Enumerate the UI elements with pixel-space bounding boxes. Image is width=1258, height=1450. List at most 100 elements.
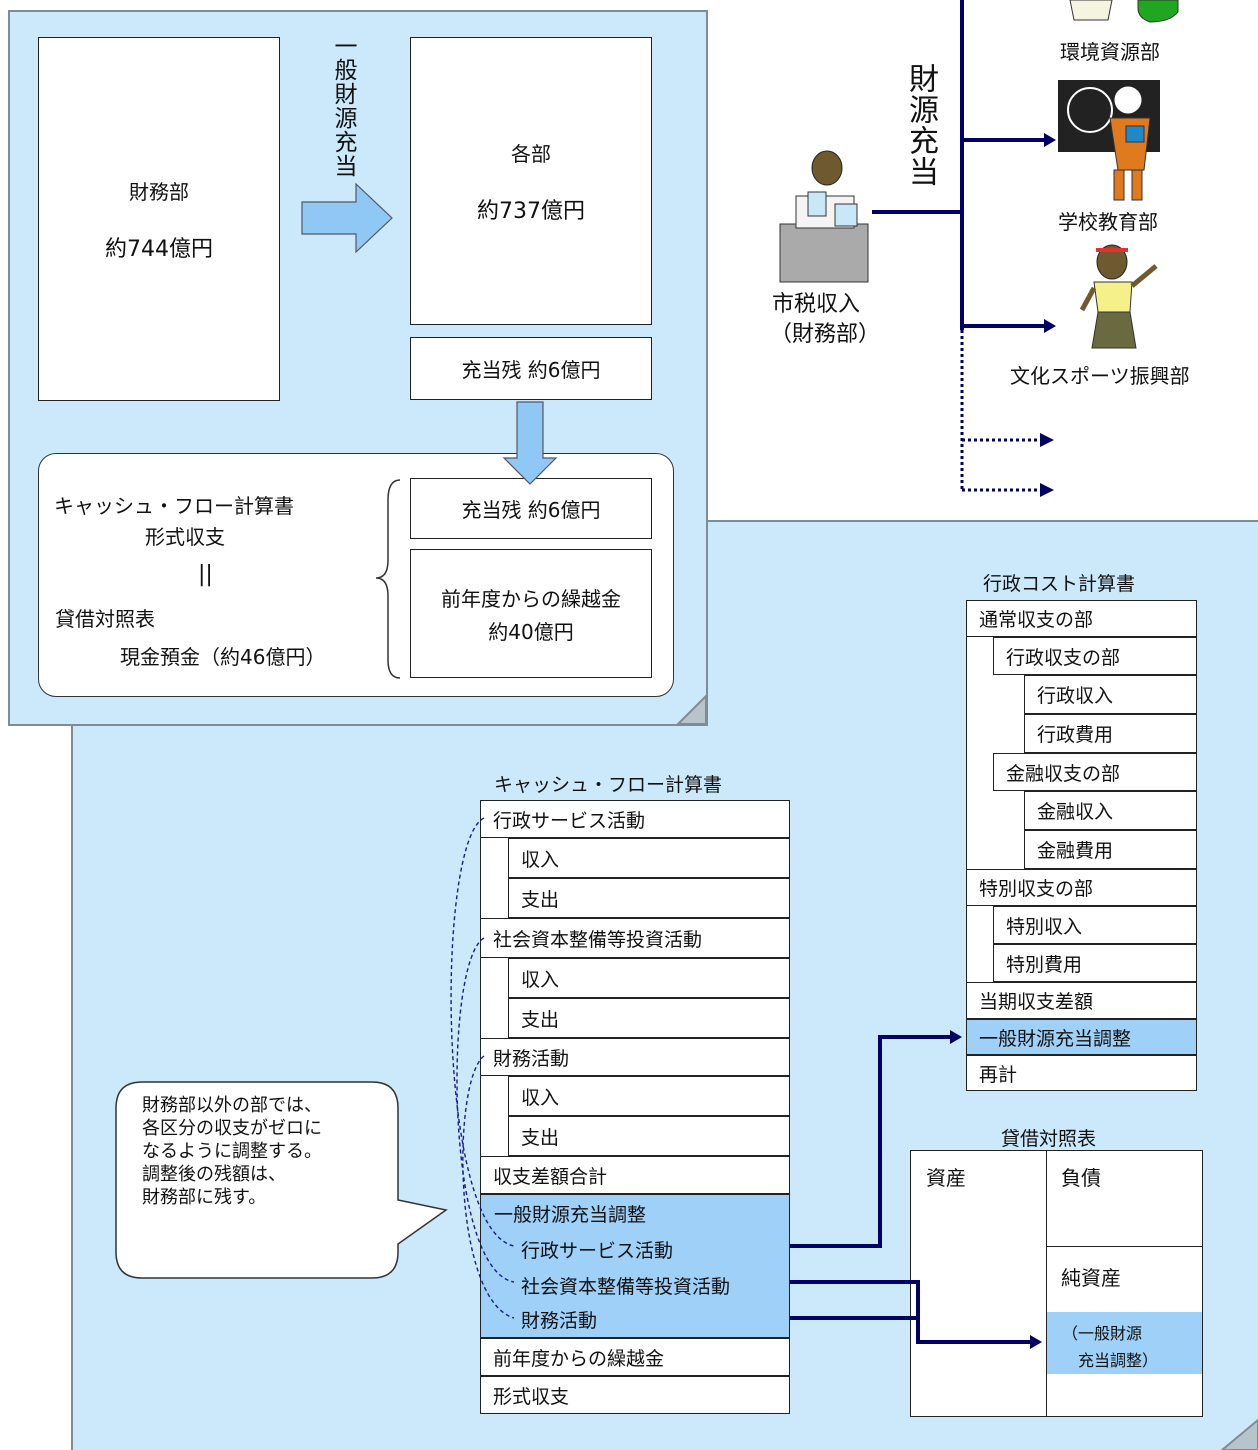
cf-left-column-3 <box>480 1076 508 1156</box>
dancer-icon <box>1079 244 1158 349</box>
bs-divider-horizontal <box>1046 1246 1203 1247</box>
dept-culture-sports: 文化スポーツ振興部 <box>1010 364 1190 388</box>
acs-admin-label: 行政収支の部 <box>1006 646 1121 669</box>
cf-adjust-label: 一般財源充当調整 <box>494 1204 647 1226</box>
cf-adjust-finance-label: 財務活動 <box>521 1310 598 1332</box>
finance-dept-name: 財務部 <box>129 179 189 204</box>
cf-row-admin-in: 収入 <box>508 838 790 878</box>
cf-finance-out-label: 支出 <box>521 1126 560 1149</box>
dashed-links <box>450 817 515 1319</box>
cf-row-finance-out: 支出 <box>508 1116 790 1156</box>
acs-adjust-label: 一般財源充当調整 <box>979 1027 1132 1050</box>
acs-finance-label: 金融収支の部 <box>1006 762 1121 785</box>
dept-school: 学校教育部 <box>1058 210 1158 234</box>
equals-sign: || <box>198 562 213 587</box>
remainder-box: 充当残 約6億円 <box>410 337 652 400</box>
balance-sheet-label: 貸借対照表 <box>55 607 155 631</box>
bs-title: 貸借対照表 <box>1001 1128 1097 1150</box>
acs-special-label: 特別収支の部 <box>979 878 1094 900</box>
acs-special-out-label: 特別費用 <box>1006 953 1083 976</box>
callout-bubble <box>115 1081 448 1279</box>
environment-worker-icon <box>1069 0 1179 23</box>
departments-name: 各部 <box>511 141 551 166</box>
cf-admin-label: 行政サービス活動 <box>493 809 646 832</box>
cf-row-admin-out: 支出 <box>508 878 790 918</box>
callout-text: 財務部以外の部では、 各区分の収支がゼロに なるように調整する。 調整後の残額は… <box>142 1094 322 1209</box>
acs-row-special-in: 特別収入 <box>993 906 1197 944</box>
carryover-line2: 約40億円 <box>488 619 574 644</box>
cf-row-capital: 社会資本整備等投資活動 <box>480 918 790 958</box>
acs-admin-out-label: 行政費用 <box>1037 724 1114 746</box>
callout-line-1: 財務部以外の部では、 <box>142 1095 322 1116</box>
callout-line-2: 各区分の収支がゼロに <box>142 1118 322 1139</box>
cf-row-capital-out: 支出 <box>508 998 790 1038</box>
cf-carryover-label: 前年度からの繰越金 <box>493 1347 665 1370</box>
allocation-tree <box>872 0 1044 330</box>
acs-finance-out-label: 金融費用 <box>1037 840 1114 862</box>
source-line-2: （財務部） <box>770 322 881 347</box>
callout-line-4: 調整後の残額は、 <box>142 1164 286 1185</box>
cf-adjust-capital-label: 社会資本整備等投資活動 <box>521 1276 731 1298</box>
acs-recalc-label: 再計 <box>979 1063 1018 1086</box>
cash-deposit-label: 現金預金（約46億円） <box>120 645 326 669</box>
cf-admin-in-label: 収入 <box>521 848 560 871</box>
acs-row-admin-out: 行政費用 <box>1024 714 1197 753</box>
block-arrow-right <box>301 182 393 254</box>
dept-environment: 環境資源部 <box>1060 40 1160 64</box>
source-line-1: 市税収入 <box>772 292 861 317</box>
cf-capital-in-label: 収入 <box>521 968 560 991</box>
acs-special-in-label: 特別収入 <box>1006 915 1083 938</box>
cf-total-label: 収支差額合計 <box>493 1165 608 1188</box>
bs-adjust-line1: （一般財源 <box>1062 1324 1143 1343</box>
cf-row-finance-in: 収入 <box>508 1076 790 1116</box>
cf-capital-out-label: 支出 <box>521 1008 560 1031</box>
block-arrow-down <box>502 401 558 485</box>
cf-adjust-block <box>480 1194 790 1338</box>
acs-row-recalc: 再計 <box>966 1055 1197 1091</box>
acs-admin-in-label: 行政収入 <box>1037 685 1114 707</box>
cf-adjust-admin-label: 行政サービス活動 <box>521 1240 674 1262</box>
cf-left-column-2 <box>480 958 508 1038</box>
brace <box>375 479 401 679</box>
carryover-line1: 前年度からの繰越金 <box>441 586 621 611</box>
bs-adjust-line2: 充当調整） <box>1078 1351 1159 1370</box>
acs-row-admin-in: 行政収入 <box>1024 675 1197 714</box>
acs-row-period: 当期収支差額 <box>966 982 1197 1019</box>
cf-admin-out-label: 支出 <box>521 888 560 911</box>
finance-dept-amount: 約744億円 <box>105 236 213 262</box>
acs-title: 行政コスト計算書 <box>983 573 1136 595</box>
cf-form-balance-label: 形式収支 <box>493 1385 570 1408</box>
cashflow-title: キャッシュ・フロー計算書 <box>494 774 723 796</box>
acs-row-finance-in: 金融収入 <box>1024 791 1197 830</box>
carryover-box: 前年度からの繰越金 約40億円 <box>410 549 652 678</box>
cf-finance-in-label: 収入 <box>521 1086 560 1109</box>
callout-line-5: 財務部に残す。 <box>142 1187 267 1208</box>
cf-finance-label: 財務活動 <box>493 1047 570 1070</box>
upper-panel-fold <box>675 693 707 725</box>
callout-line-3: なるように調整する。 <box>142 1141 322 1162</box>
bs-divider-vertical <box>1046 1150 1047 1417</box>
acs-row-admin: 行政収支の部 <box>993 637 1197 675</box>
statement-connectors <box>790 1035 1030 1344</box>
form-balance-label: 形式収支 <box>145 525 225 549</box>
cf-capital-label: 社会資本整備等投資活動 <box>493 928 703 951</box>
cf-row-capital-in: 収入 <box>508 958 790 998</box>
cf-row-carryover: 前年度からの繰越金 <box>480 1338 790 1376</box>
bs-assets: 資産 <box>926 1166 966 1190</box>
allocation-label: 財源充当 <box>903 63 938 187</box>
acs-finance-in-label: 金融収入 <box>1037 801 1114 823</box>
bs-adjust-highlight <box>1047 1312 1202 1374</box>
cf-row-admin: 行政サービス活動 <box>480 800 790 838</box>
teacher-icon <box>1058 80 1160 201</box>
cf-row-finance: 財務活動 <box>480 1038 790 1076</box>
cashflow-label: キャッシュ・フロー計算書 <box>54 494 294 518</box>
acs-row-finance: 金融収支の部 <box>993 753 1197 791</box>
acs-row-ordinary: 通常収支の部 <box>966 600 1197 637</box>
cf-row-total: 収支差額合計 <box>480 1156 790 1194</box>
cf-left-column <box>480 838 508 918</box>
acs-period-label: 当期収支差額 <box>979 991 1094 1013</box>
cf-row-form-balance: 形式収支 <box>480 1376 790 1414</box>
acs-row-special-out: 特別費用 <box>993 944 1197 982</box>
departments-box: 各部 約737億円 <box>410 37 652 325</box>
